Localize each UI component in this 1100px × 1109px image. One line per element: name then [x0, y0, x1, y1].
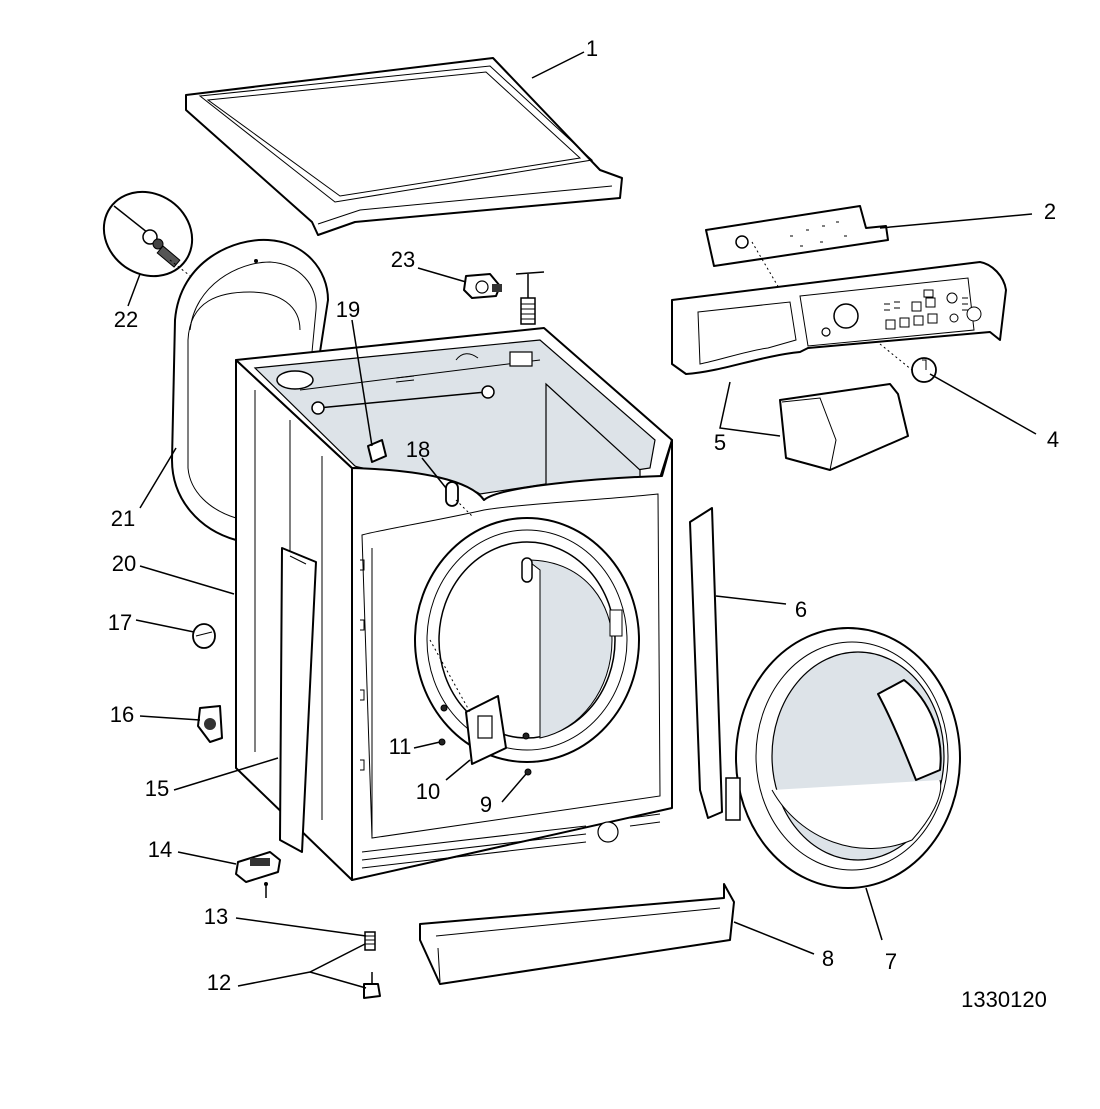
callout-18: 18 — [406, 437, 430, 462]
callout-5: 5 — [714, 430, 726, 455]
rear-cover-part — [171, 238, 329, 541]
callout-6: 6 — [795, 597, 807, 622]
callout-8: 8 — [822, 946, 834, 971]
grommet-part — [445, 481, 473, 517]
callout-20: 20 — [112, 551, 136, 576]
front-strip-left-part — [279, 547, 317, 853]
foot-screw-part — [363, 972, 381, 999]
door-part — [725, 627, 961, 889]
callout-4: 4 — [1047, 427, 1059, 452]
hose-spring-part — [515, 271, 545, 325]
callout-19: 19 — [336, 297, 360, 322]
leader-lines — [127, 51, 1037, 989]
callout-14: 14 — [148, 837, 172, 862]
callout-15: 15 — [145, 776, 169, 801]
document-number: 1330120 — [961, 987, 1047, 1012]
control-panel-part — [671, 261, 1007, 375]
foot-plate-part — [235, 851, 281, 898]
callout-7: 7 — [885, 949, 897, 974]
callout-12: 12 — [207, 970, 231, 995]
callout-21: 21 — [111, 506, 135, 531]
cap-part — [192, 623, 216, 649]
callout-labels: 1 2 4 5 6 7 8 9 10 11 12 13 14 15 16 17 … — [108, 36, 1059, 995]
callout-1: 1 — [586, 36, 598, 61]
callout-10: 10 — [416, 779, 440, 804]
screw-part-11 — [438, 704, 448, 746]
callout-23: 23 — [391, 247, 415, 272]
screw-part-9 — [522, 732, 532, 776]
control-board-part — [705, 205, 889, 301]
callout-9: 9 — [480, 792, 492, 817]
spring-part — [364, 931, 376, 951]
door-lock-part — [429, 639, 507, 765]
front-strip-right-part — [689, 507, 723, 819]
clamp-part — [463, 273, 502, 299]
clip-part — [197, 705, 223, 743]
kickplate-part — [419, 883, 735, 985]
callout-17: 17 — [108, 610, 132, 635]
callout-2: 2 — [1044, 199, 1056, 224]
callout-11: 11 — [389, 734, 412, 759]
callout-16: 16 — [110, 702, 134, 727]
callout-22: 22 — [114, 307, 138, 332]
knob-part — [879, 343, 937, 383]
top-lid-part — [185, 57, 623, 236]
detergent-drawer-part — [779, 383, 909, 471]
cabinet-body — [235, 327, 673, 881]
callout-13: 13 — [204, 904, 228, 929]
